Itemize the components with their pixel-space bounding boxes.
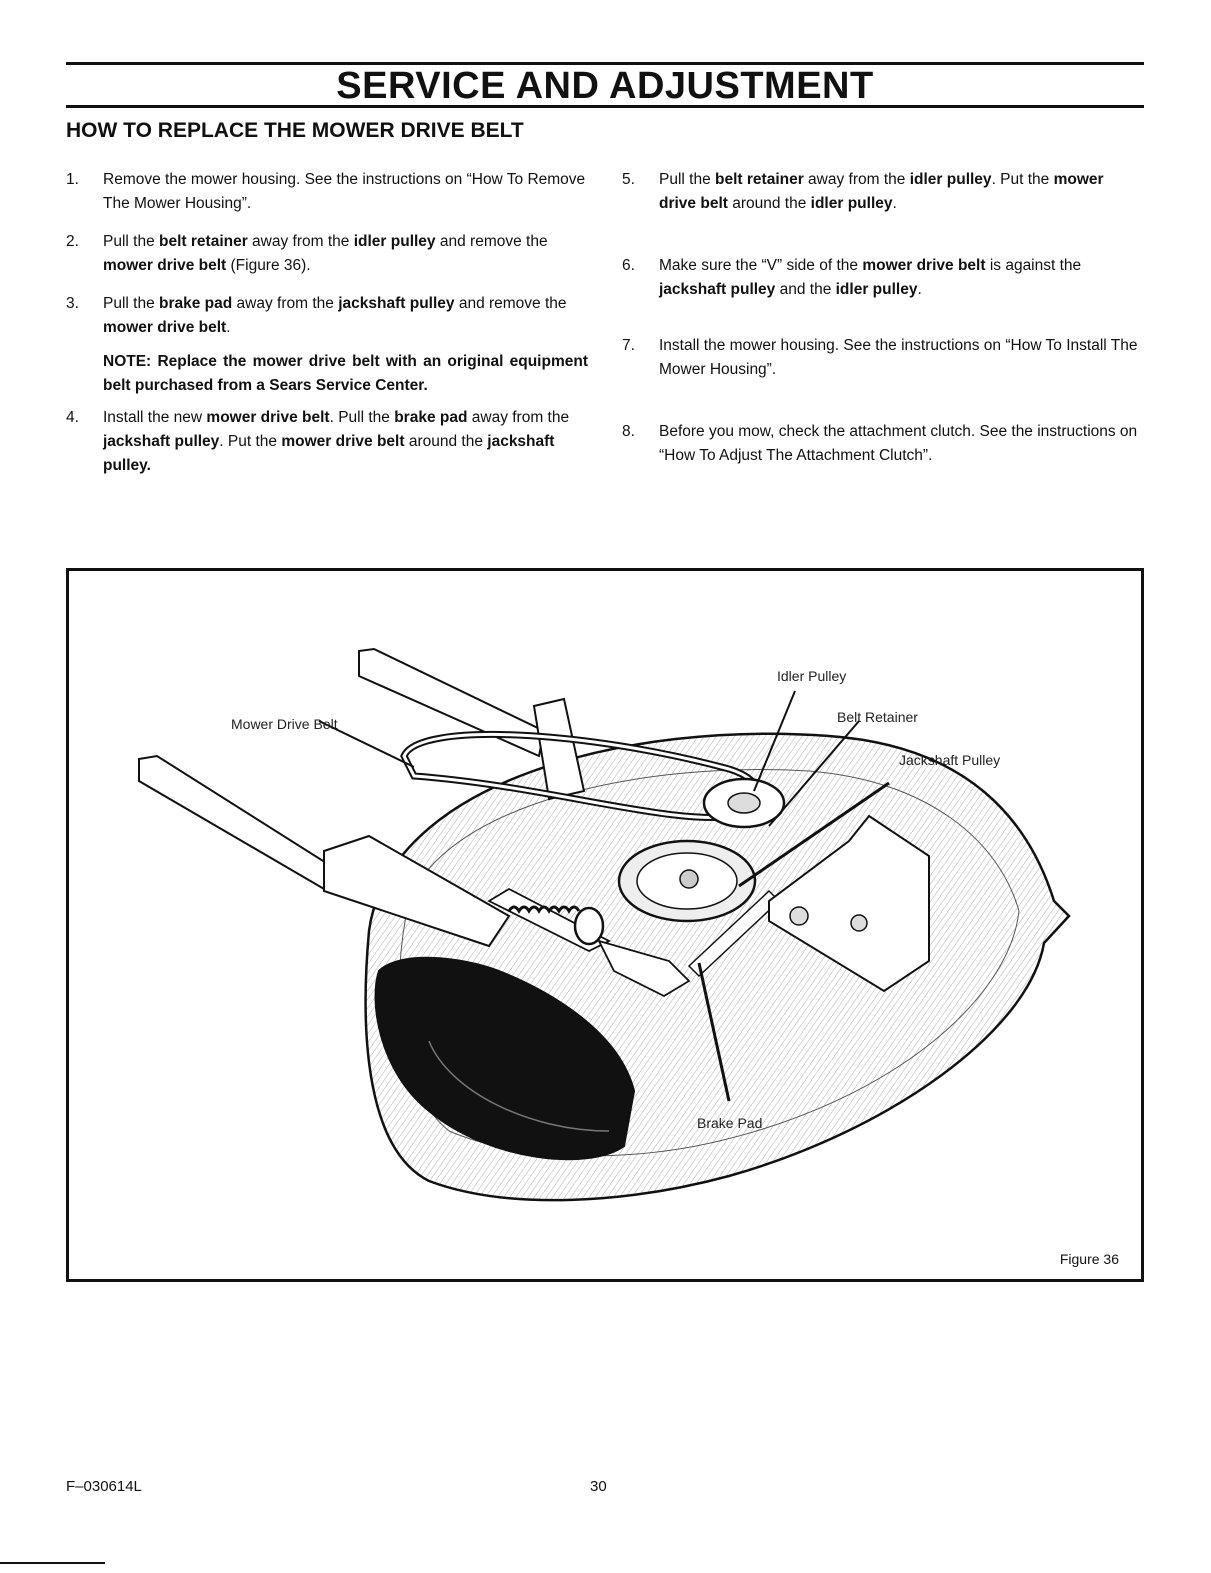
jackshaft-pulley <box>617 839 757 923</box>
step-emphasis: mower drive belt <box>659 171 1104 212</box>
step-run: and the <box>775 281 836 298</box>
callout-brake-pad: Brake Pad <box>697 1115 763 1131</box>
figure-36: Idler Pulley Belt Retainer Jackshaft Pul… <box>66 568 1144 1282</box>
step-number: 5. <box>622 171 635 188</box>
bottom-edge-line <box>0 1562 105 1564</box>
top-rule <box>66 62 1144 65</box>
step-text: Pull the belt retainer away from the idl… <box>659 171 1104 212</box>
step-8: 8. Before you mow, check the attachment … <box>622 420 1144 468</box>
step-emphasis: idler pulley <box>909 171 992 188</box>
step-emphasis: idler pulley <box>810 195 893 212</box>
step-text: Install the new mower drive belt. Pull t… <box>103 409 569 474</box>
step-emphasis: mower drive belt <box>862 257 986 274</box>
idler-pulley <box>702 777 786 829</box>
step-run: Make sure the “V” side of the <box>659 257 863 274</box>
step-emphasis: belt retainer <box>159 233 248 250</box>
step-run: . Put the <box>219 433 282 450</box>
steps-left-column: 1. Remove the mower housing. See the ins… <box>66 168 588 478</box>
step-run: around the <box>404 433 488 450</box>
step-6: 6. Make sure the “V” side of the mower d… <box>622 254 1144 306</box>
step-emphasis: mower drive belt <box>281 433 405 450</box>
step-run: away from the <box>803 171 910 188</box>
step-run: is against the <box>985 257 1082 274</box>
step-emphasis: mower drive belt <box>103 319 227 336</box>
step-run: Before you mow, check the attachment clu… <box>659 423 1138 464</box>
step-text: Make sure the “V” side of the mower driv… <box>659 257 1081 298</box>
mower-deck-illustration <box>138 647 1071 1202</box>
step-run: . Pull the <box>329 409 395 426</box>
step-run: Install the mower housing. See the instr… <box>659 337 1138 378</box>
step-run: around the <box>727 195 811 212</box>
section-heading: HOW TO REPLACE THE MOWER DRIVE BELT <box>66 119 524 142</box>
step-run: Remove the mower housing. See the instru… <box>103 171 586 212</box>
step-run: Pull the <box>659 171 716 188</box>
callout-jackshaft-pulley: Jackshaft Pulley <box>899 752 1001 768</box>
tension-spring <box>507 905 605 946</box>
document-code: F–030614L <box>66 1478 142 1495</box>
step-run: Install the new <box>103 409 207 426</box>
callout-leaders <box>318 690 890 1102</box>
step-text: Pull the brake pad away from the jacksha… <box>103 295 567 336</box>
discharge-chute <box>374 956 636 1161</box>
step-emphasis: jackshaft pulley. <box>103 433 555 474</box>
deck-bracket <box>768 814 930 993</box>
step-emphasis: belt retainer <box>715 171 804 188</box>
callout-mower-drive-belt: Mower Drive Belt <box>231 716 338 732</box>
step-emphasis: idler pulley <box>353 233 436 250</box>
page-number: 30 <box>590 1478 607 1495</box>
step-run: and remove the <box>435 233 548 250</box>
step-number: 2. <box>66 233 79 250</box>
frame-bars <box>138 647 586 948</box>
step-emphasis: jackshaft pulley <box>103 433 220 450</box>
step-emphasis: mower drive belt <box>206 409 330 426</box>
step-number: 1. <box>66 171 79 188</box>
step-run: away from the <box>232 295 339 312</box>
step-7: 7. Install the mower housing. See the in… <box>622 334 1144 386</box>
step-emphasis: brake pad <box>159 295 233 312</box>
step-run: (Figure 36). <box>226 257 311 274</box>
steps-right-column: 5. Pull the belt retainer away from the … <box>622 168 1144 468</box>
step-run: . <box>892 195 897 212</box>
step-run: away from the <box>467 409 570 426</box>
title-underline <box>66 105 1144 108</box>
step-4: 4. Install the new mower drive belt. Pul… <box>66 406 588 478</box>
step-run: . <box>917 281 922 298</box>
step-run: . <box>226 319 231 336</box>
page-title: SERVICE AND ADJUSTMENT <box>336 65 874 107</box>
step-5: 5. Pull the belt retainer away from the … <box>622 168 1144 220</box>
step-run: Pull the <box>103 295 160 312</box>
step-emphasis: idler pulley <box>835 281 918 298</box>
step-emphasis: brake pad <box>394 409 468 426</box>
note-text: NOTE: Replace the mower drive belt with … <box>103 353 588 394</box>
step-text: Pull the belt retainer away from the idl… <box>103 233 548 274</box>
callout-idler-pulley: Idler Pulley <box>777 668 847 684</box>
step-run: . Put the <box>991 171 1054 188</box>
step-number: 3. <box>66 295 79 312</box>
figure-caption: Figure 36 <box>1059 1251 1119 1267</box>
step-emphasis: mower drive belt <box>103 257 227 274</box>
step-2: 2. Pull the belt retainer away from the … <box>66 230 588 282</box>
step-run: away from the <box>247 233 354 250</box>
step-run: and remove the <box>454 295 567 312</box>
step-number: 7. <box>622 337 635 354</box>
callout-belt-retainer: Belt Retainer <box>837 709 918 725</box>
step-number: 8. <box>622 423 635 440</box>
step-run: Pull the <box>103 233 160 250</box>
step-emphasis: jackshaft pulley <box>338 295 455 312</box>
step-text: Install the mower housing. See the instr… <box>659 337 1137 378</box>
step-number: 4. <box>66 409 79 426</box>
step-text: Remove the mower housing. See the instru… <box>103 171 585 212</box>
step-1: 1. Remove the mower housing. See the ins… <box>66 168 588 220</box>
step-text: Before you mow, check the attachment clu… <box>659 423 1137 464</box>
step-emphasis: jackshaft pulley <box>659 281 776 298</box>
step-3: 3. Pull the brake pad away from the jack… <box>66 292 588 344</box>
step-number: 6. <box>622 257 635 274</box>
